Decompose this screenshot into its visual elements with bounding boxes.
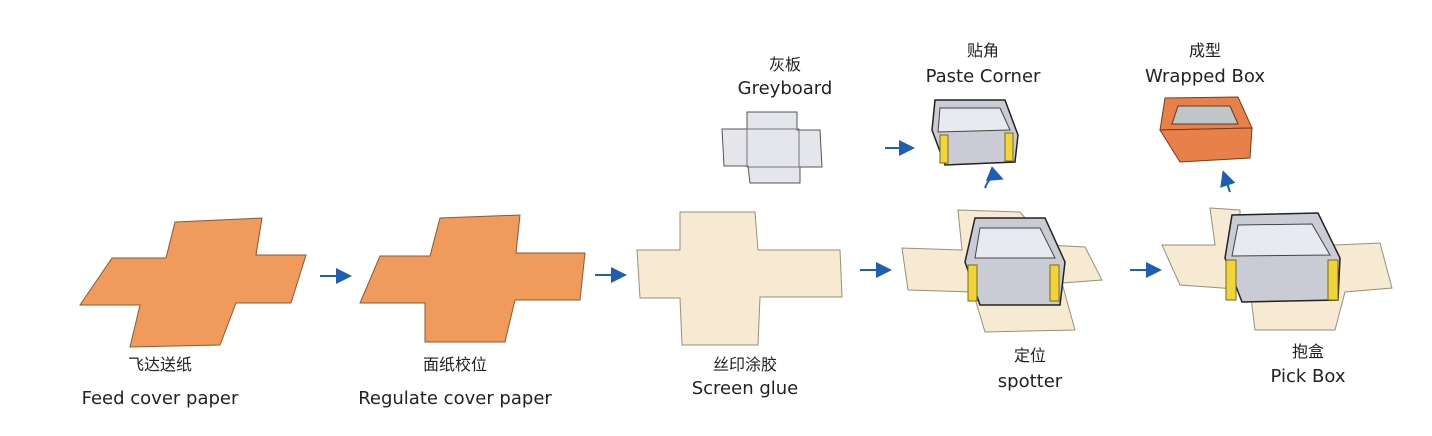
step-label-zh: 抱盒: [1292, 342, 1324, 361]
spotter-step: 定位 spotter: [901, 209, 1103, 392]
pick-box-step: 抱盒 Pick Box: [1161, 207, 1393, 387]
step-label-zh: 面纸校位: [423, 355, 487, 374]
corner-tape: [939, 134, 949, 164]
glued-cover-paper: [636, 211, 843, 346]
step-label-en: Feed cover paper: [82, 388, 239, 409]
curved-arrow-icon: [984, 166, 1004, 189]
corner-tape: [967, 264, 978, 302]
step-label-en: Screen glue: [692, 378, 799, 399]
wrapped-box-front: [1159, 127, 1253, 163]
regulate-cover-paper-step: 面纸校位 Regulate cover paper: [358, 214, 586, 409]
greyboard-step: 灰板 Greyboard: [721, 55, 833, 184]
corner-tape: [1327, 259, 1339, 301]
step-label-zh: 定位: [1014, 346, 1046, 365]
step-label-zh: 灰板: [769, 55, 801, 74]
step-label-en: Wrapped Box: [1145, 66, 1265, 87]
paste-corner-step: 贴角 Paste Corner: [926, 41, 1041, 166]
wrapped-box-step: 成型 Wrapped Box: [1145, 41, 1265, 163]
corner-tape: [1049, 264, 1060, 302]
step-label-zh: 成型: [1189, 41, 1221, 60]
orange-cover-paper: [359, 214, 586, 343]
step-label-en: Greyboard: [738, 78, 833, 99]
corner-tape: [1225, 259, 1237, 301]
orange-cover-paper: [79, 217, 307, 348]
step-label-en: Paste Corner: [926, 66, 1041, 87]
step-label-en: Regulate cover paper: [358, 388, 552, 409]
step-label-en: spotter: [998, 371, 1063, 392]
step-label-zh: 丝印涂胶: [713, 355, 777, 374]
screen-glue-step: 丝印涂胶 Screen glue: [636, 211, 843, 399]
feed-cover-paper-step: 飞达送纸 Feed cover paper: [79, 217, 307, 409]
arrow-icon: [1220, 170, 1236, 193]
step-label-zh: 飞达送纸: [128, 355, 192, 374]
greyboard-blank: [721, 111, 823, 184]
step-label-en: Pick Box: [1271, 366, 1346, 387]
corner-tape: [1004, 132, 1014, 162]
step-label-zh: 贴角: [967, 41, 999, 60]
fold-lines: [746, 128, 800, 168]
